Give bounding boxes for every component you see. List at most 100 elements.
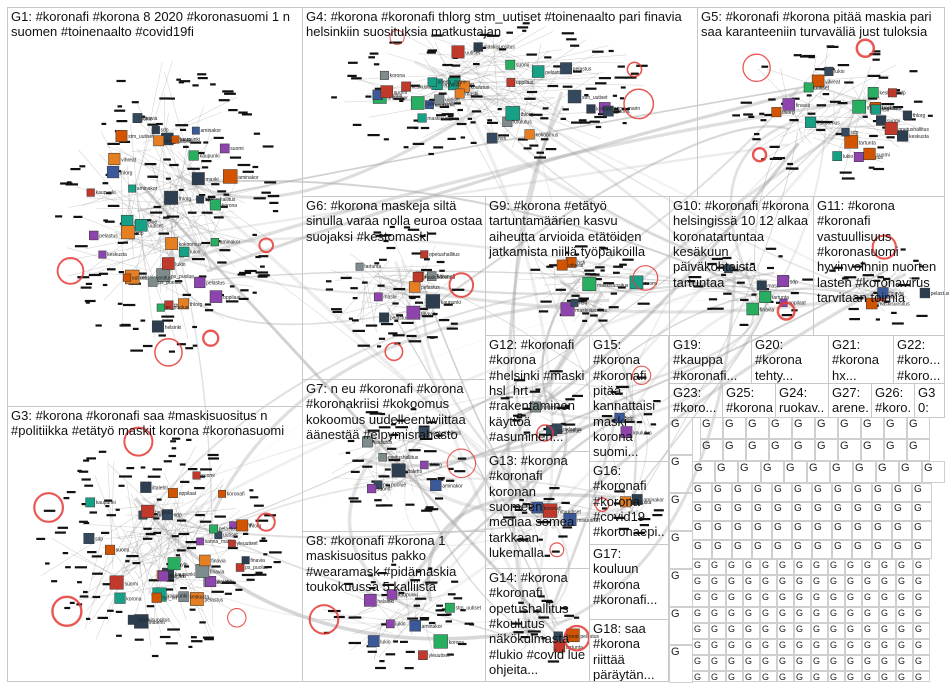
group-label-g13: G13: #korona #koronafi koronan suomeen m… bbox=[489, 453, 587, 560]
small-group-box: G bbox=[726, 623, 743, 639]
group-label-g24: G24: ruokav... bbox=[779, 385, 826, 418]
small-group-box: G bbox=[769, 417, 792, 439]
group-label-g5: G5: #koronafi #korona pitää maskia pari … bbox=[701, 9, 942, 40]
group-label-g10: G10: #koronafi #korona helsingissä 10 12… bbox=[673, 198, 811, 290]
small-group-box: G bbox=[811, 559, 828, 575]
small-group-box: G bbox=[726, 559, 743, 575]
small-group-box: G bbox=[761, 461, 784, 483]
small-group-box: G bbox=[845, 559, 862, 575]
small-group-box: G bbox=[811, 655, 828, 671]
small-group-box: G bbox=[760, 639, 777, 655]
small-group-box: G bbox=[746, 417, 769, 439]
small-group-box: G bbox=[845, 655, 862, 671]
small-group-box: G bbox=[709, 575, 726, 591]
small-group-box: G bbox=[743, 655, 760, 671]
small-group-box: G bbox=[777, 607, 794, 623]
small-group-box: G bbox=[692, 591, 709, 607]
small-group-box: G bbox=[913, 623, 930, 639]
small-group-box: G bbox=[723, 417, 746, 439]
small-group-box: G bbox=[726, 639, 743, 655]
small-group-box: G bbox=[669, 493, 693, 531]
small-group-box: G bbox=[876, 461, 899, 483]
small-group-box: G bbox=[830, 461, 853, 483]
small-group-box: G bbox=[669, 569, 693, 607]
small-group-box: G bbox=[907, 439, 930, 461]
small-group-box: G bbox=[862, 639, 879, 655]
small-group-box: G bbox=[692, 671, 709, 682]
small-group-box: G bbox=[692, 575, 709, 591]
small-group-box: G bbox=[692, 461, 715, 483]
group-label-g21: G21: #korona hx... bbox=[832, 337, 891, 383]
small-group-box: G bbox=[884, 439, 907, 461]
group-box-g17: G17: kouluun #korona #koronafi... bbox=[589, 544, 669, 620]
small-group-box: G bbox=[777, 623, 794, 639]
small-group-box: G bbox=[792, 540, 812, 559]
small-group-box: G bbox=[862, 623, 879, 639]
small-group-box: G bbox=[692, 540, 712, 559]
group-label-g3: G3: #korona #koronafi saa #maskisuositus… bbox=[11, 408, 300, 439]
small-group-box: G bbox=[879, 591, 896, 607]
small-group-box: G bbox=[760, 671, 777, 682]
group-label-g4: G4: #korona #koronafi thlorg stm_uutiset… bbox=[306, 9, 695, 40]
small-group-box: G bbox=[845, 639, 862, 655]
small-group-box: G bbox=[743, 623, 760, 639]
group-label-g7: G7: n eu #koronafi #korona #koronakriisi… bbox=[306, 381, 483, 442]
small-group-box: G bbox=[792, 521, 812, 540]
small-group-box: G bbox=[794, 639, 811, 655]
small-group-box: G bbox=[807, 461, 830, 483]
small-group-box: G bbox=[845, 607, 862, 623]
small-group-box: G bbox=[760, 623, 777, 639]
small-group-box: G bbox=[732, 483, 752, 502]
small-group-box: G bbox=[912, 540, 932, 559]
small-group-box: G bbox=[760, 607, 777, 623]
small-group-box: G bbox=[896, 591, 913, 607]
small-group-box: G bbox=[743, 607, 760, 623]
small-group-box: G bbox=[777, 639, 794, 655]
small-group-box: G bbox=[922, 461, 945, 483]
small-group-box: G bbox=[872, 521, 892, 540]
group-box-g23: G23: #koro... bbox=[669, 383, 723, 418]
small-group-box: G bbox=[892, 521, 912, 540]
small-group-box: G bbox=[845, 671, 862, 682]
small-group-box: G bbox=[879, 575, 896, 591]
group-box-g11: G11: #korona #koronafi vastuullisuus #ko… bbox=[813, 196, 945, 336]
small-group-box: G bbox=[879, 671, 896, 682]
small-group-box: G bbox=[811, 671, 828, 682]
small-group-box: G bbox=[872, 540, 892, 559]
small-group-box: G bbox=[732, 502, 752, 521]
small-group-box: G bbox=[892, 540, 912, 559]
small-group-box: G bbox=[700, 417, 723, 439]
small-group-box: G bbox=[709, 591, 726, 607]
small-group-box: G bbox=[669, 455, 693, 493]
small-group-box: G bbox=[769, 439, 792, 461]
group-label-g23: G23: #koro... bbox=[673, 385, 720, 416]
small-group-box: G bbox=[896, 575, 913, 591]
group-label-g16: G16: #koronafi #korona #covid19 #koronae… bbox=[593, 463, 666, 545]
small-group-box: G bbox=[815, 417, 838, 439]
small-group-box: G bbox=[743, 591, 760, 607]
group-label-g1: G1: #koronafi #korona 8 2020 #koronasuom… bbox=[11, 9, 300, 40]
small-group-box: G bbox=[832, 483, 852, 502]
small-group-box: G bbox=[715, 461, 738, 483]
group-label-g17: G17: kouluun #korona #koronafi... bbox=[593, 546, 666, 607]
group-box-g12: G12: #koronafi #korona #helsinki #maski … bbox=[485, 335, 590, 452]
small-group-box: G bbox=[852, 521, 872, 540]
small-group-box: G bbox=[760, 655, 777, 671]
small-group-box: G bbox=[669, 417, 693, 455]
small-group-box: G bbox=[792, 439, 815, 461]
small-group-box: G bbox=[861, 417, 884, 439]
small-group-box: G bbox=[743, 639, 760, 655]
small-group-box: G bbox=[743, 575, 760, 591]
small-group-box: G bbox=[896, 623, 913, 639]
small-group-box: G bbox=[838, 439, 861, 461]
small-group-box: G bbox=[760, 575, 777, 591]
small-group-box: G bbox=[872, 502, 892, 521]
group-box-g7: G7: n eu #koronafi #korona #koronakriisi… bbox=[302, 379, 486, 532]
group-box-g20: G20: #korona tehty... bbox=[751, 335, 829, 384]
small-group-box: G bbox=[872, 483, 892, 502]
small-group-box: G bbox=[692, 639, 709, 655]
small-group-box: G bbox=[709, 559, 726, 575]
small-group-box: G bbox=[752, 540, 772, 559]
small-group-box: G bbox=[709, 623, 726, 639]
small-group-box: G bbox=[913, 575, 930, 591]
